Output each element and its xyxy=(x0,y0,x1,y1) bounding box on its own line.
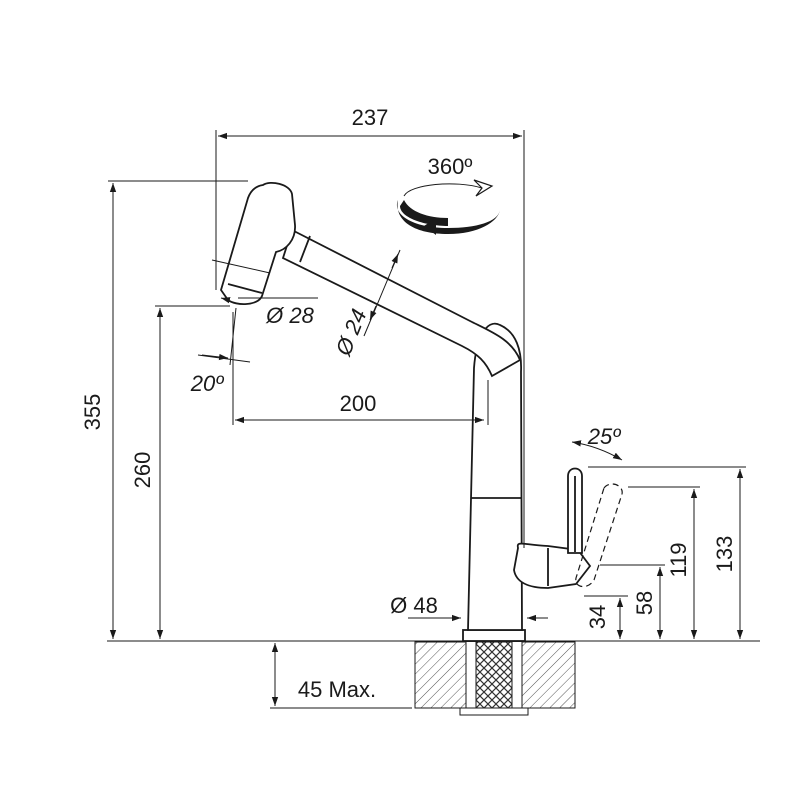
label-deck-45-max: 45 Max. xyxy=(298,677,376,702)
label-height-260: 260 xyxy=(130,452,155,489)
label-height-133: 133 xyxy=(712,536,737,573)
rotation-360-icon xyxy=(396,179,500,235)
dimension-labels: 237 360º 355 260 Ø 28 Ø 24 20º 200 25º Ø… xyxy=(80,105,737,702)
label-angle-20: 20º xyxy=(190,371,224,396)
label-angle-25: 25º xyxy=(587,424,621,449)
faucet-body xyxy=(220,181,623,642)
label-height-58: 58 xyxy=(632,591,657,615)
label-reach-200: 200 xyxy=(340,391,377,416)
countertop-section xyxy=(414,641,576,716)
label-rotation-360: 360º xyxy=(428,154,473,179)
label-diameter-28: Ø 28 xyxy=(265,303,314,328)
dimension-lines xyxy=(108,130,746,709)
label-height-34: 34 xyxy=(585,605,610,629)
label-height-355: 355 xyxy=(80,394,105,431)
label-width-237: 237 xyxy=(352,105,389,130)
label-height-119: 119 xyxy=(666,542,691,577)
label-diameter-48: Ø 48 xyxy=(390,593,438,618)
